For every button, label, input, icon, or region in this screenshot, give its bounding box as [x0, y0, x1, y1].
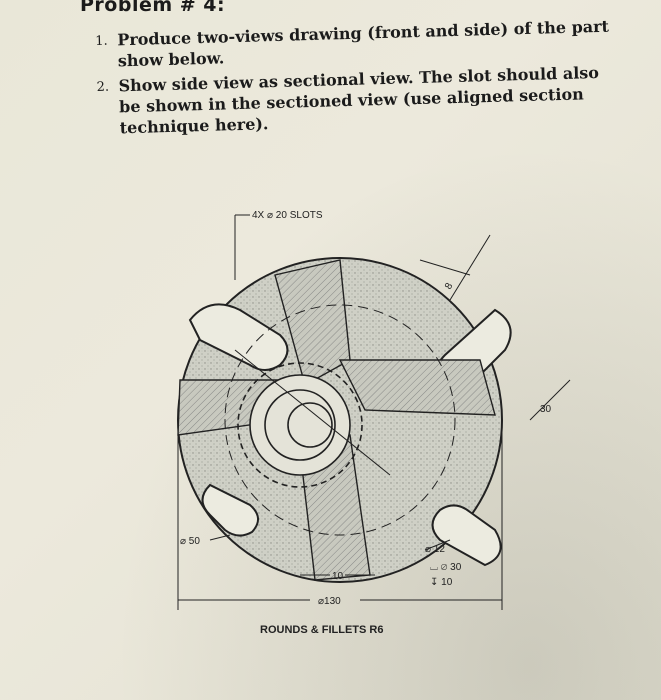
- center-boss: [224, 304, 456, 536]
- list-item: 2. Show side view as sectional view. The…: [96, 61, 618, 138]
- problem-list: 1. Produce two-views drawing (front and …: [95, 15, 618, 142]
- technical-drawing: 4X ⌀ 20 SLOTS 8 30 ⌀ 50 ⌀ 12 ⌴ ⌀ 30 ↧ 10…: [177, 210, 571, 636]
- dimension-lines: [177, 214, 571, 610]
- item-number: 1.: [95, 33, 108, 49]
- rounds-note: ROUNDS & FILLETS R6: [260, 624, 383, 636]
- dim-dia12: ⌀ 12: [425, 544, 445, 555]
- item-number: 2.: [96, 79, 110, 95]
- ribs: [177, 259, 496, 581]
- dim-dia130: ⌀130: [318, 596, 341, 607]
- slots-callout: 4X ⌀ 20 SLOTS: [252, 210, 323, 221]
- dim-cbore: ⌴ ⌀ 30: [430, 562, 462, 573]
- problem-title: Problem # 4:: [80, 0, 226, 16]
- dim-8: 8: [443, 281, 456, 292]
- dim-depth: ↧ 10: [430, 577, 453, 588]
- item-text: Show side view as sectional view. The sl…: [118, 62, 600, 138]
- dim-30-side: 30: [540, 404, 552, 415]
- dim-dia50: ⌀ 50: [180, 536, 200, 547]
- dim-10: 10: [332, 571, 344, 582]
- item-text: Produce two-views drawing (front and sid…: [117, 16, 610, 71]
